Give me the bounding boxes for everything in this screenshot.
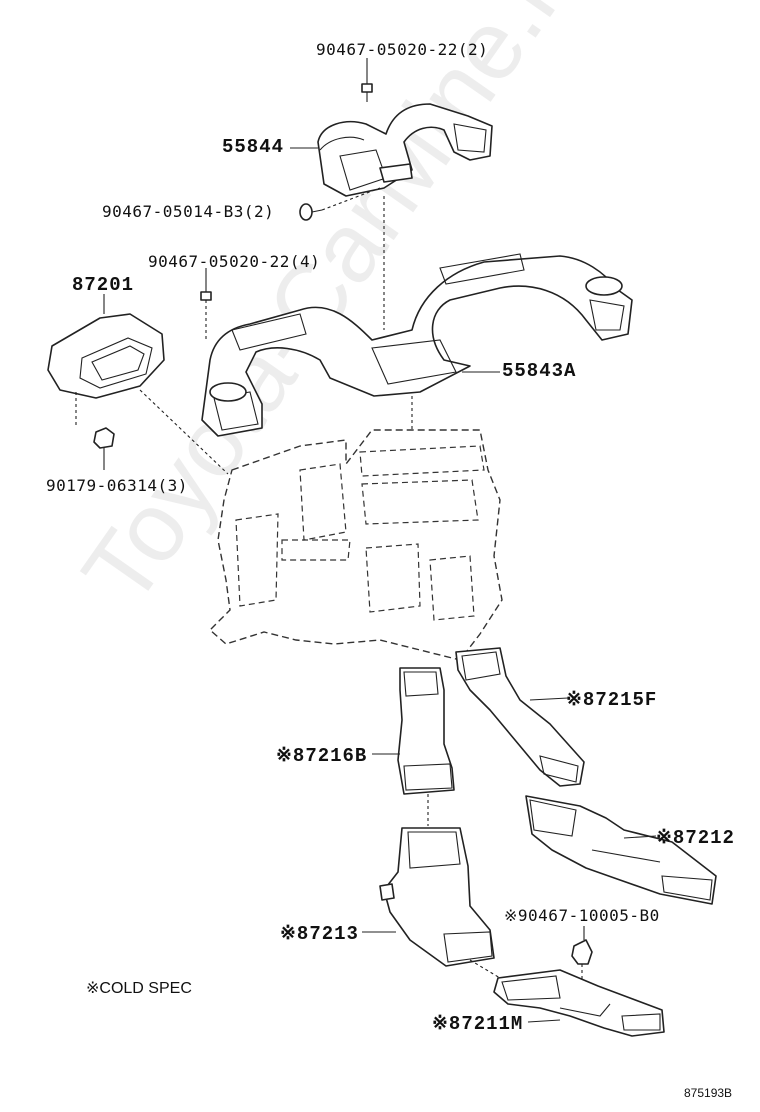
duct-55843a-part[interactable] <box>201 253 633 470</box>
screw-top-part[interactable] <box>361 58 373 102</box>
duct-87213-part[interactable] <box>362 827 501 979</box>
label-55844: 55844 <box>222 136 285 158</box>
cold-spec-note: ※COLD SPEC <box>86 980 192 997</box>
label-87216b: ※87216B <box>276 745 368 767</box>
label-87211m: ※87211M <box>432 1013 524 1035</box>
housing-87201-part[interactable] <box>47 294 229 475</box>
nut-90179-part[interactable] <box>93 427 115 470</box>
label-87213: ※87213 <box>280 923 359 945</box>
duct-87216b-part[interactable] <box>372 667 455 826</box>
label-screw-top: 90467-05020-22(2) <box>316 40 489 59</box>
label-screw-mid: 90467-05020-22(4) <box>148 252 321 271</box>
screw-mid-part[interactable] <box>200 268 212 340</box>
duct-55844-part[interactable] <box>290 103 493 197</box>
diagram-code: 875193B <box>684 1086 733 1100</box>
label-87212: ※87212 <box>656 827 735 849</box>
label-55843a: 55843A <box>502 360 577 382</box>
duct-87212-part[interactable] <box>525 795 717 905</box>
duct-87211m-part[interactable] <box>493 969 665 1037</box>
clip-10005-part[interactable] <box>571 926 593 1000</box>
label-clip-10005: ※90467-10005-B0 <box>504 906 660 925</box>
label-87215f: ※87215F <box>566 689 658 711</box>
heater-unit-reference <box>208 429 503 661</box>
clip-b3-part[interactable] <box>299 187 381 221</box>
label-nut-90179: 90179-06314(3) <box>46 476 188 495</box>
label-87201: 87201 <box>72 274 135 296</box>
label-clip-b3: 90467-05014-B3(2) <box>102 202 275 221</box>
duct-87215f-part[interactable] <box>455 647 585 787</box>
